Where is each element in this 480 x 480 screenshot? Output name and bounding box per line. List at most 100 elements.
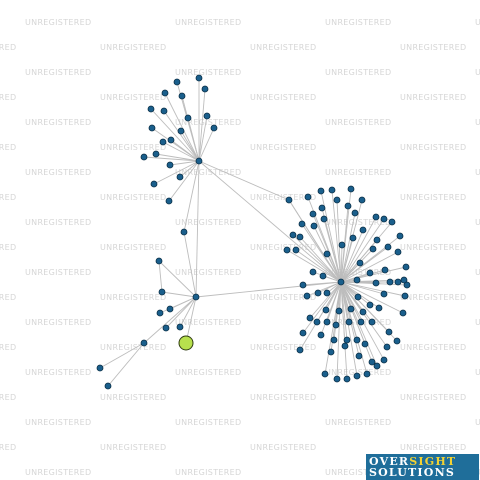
graph-node bbox=[304, 193, 312, 201]
graph-node bbox=[176, 173, 184, 181]
graph-edge bbox=[165, 296, 197, 329]
watermark-text: UNREGISTERED bbox=[25, 418, 92, 427]
graph-node bbox=[343, 375, 351, 383]
graph-edge bbox=[183, 231, 197, 298]
watermark-text: UNREGISTERED bbox=[475, 318, 480, 327]
graph-node bbox=[388, 218, 396, 226]
graph-edge bbox=[143, 156, 200, 162]
graph-node bbox=[366, 269, 374, 277]
graph-node bbox=[359, 226, 367, 234]
graph-node bbox=[140, 153, 148, 161]
graph-node bbox=[345, 318, 353, 326]
watermark-text: UNREGISTERED bbox=[325, 418, 392, 427]
watermark-text: UNREGISTERED bbox=[250, 143, 317, 152]
graph-node bbox=[166, 161, 174, 169]
graph-edge bbox=[159, 296, 197, 314]
watermark-text: UNREGISTERED bbox=[25, 368, 92, 377]
watermark-text: UNREGISTERED bbox=[325, 268, 391, 277]
graph-node bbox=[184, 114, 192, 122]
graph-node bbox=[332, 321, 340, 329]
graph-node bbox=[147, 105, 155, 113]
watermark-text: UNREGISTERED bbox=[25, 318, 92, 327]
watermark-text: UNREGISTERED bbox=[0, 443, 17, 452]
graph-node bbox=[349, 234, 357, 242]
graph-edge bbox=[340, 229, 364, 283]
watermark-text: UNREGISTERED bbox=[250, 393, 317, 402]
graph-node bbox=[317, 331, 325, 339]
graph-edge bbox=[323, 218, 342, 283]
graph-edge bbox=[331, 189, 342, 283]
graph-node bbox=[344, 202, 352, 210]
graph-edge bbox=[153, 160, 200, 185]
watermark-text: UNREGISTERED bbox=[250, 293, 317, 302]
graph-edge bbox=[180, 130, 200, 162]
graph-node bbox=[195, 157, 203, 165]
graph-edge bbox=[340, 281, 404, 314]
graph-node bbox=[314, 289, 322, 297]
graph-edge bbox=[150, 108, 200, 162]
graph-node bbox=[381, 266, 389, 274]
logo-word-sight: SIGHT bbox=[409, 455, 457, 468]
graph-node bbox=[104, 382, 112, 390]
graph-edge bbox=[299, 281, 342, 351]
graph-edge bbox=[295, 249, 342, 283]
graph-node bbox=[166, 305, 174, 313]
graph-node bbox=[380, 290, 388, 298]
graph-node bbox=[368, 358, 376, 366]
graph-node bbox=[285, 196, 293, 204]
watermark-text: UNREGISTERED bbox=[400, 43, 467, 52]
watermark-text: UNREGISTERED bbox=[400, 293, 467, 302]
graph-node bbox=[385, 328, 393, 336]
watermark-text: UNREGISTERED bbox=[25, 468, 92, 477]
graph-node bbox=[318, 204, 326, 212]
graph-edge bbox=[198, 88, 206, 162]
graph-node bbox=[173, 78, 181, 86]
graph-edge bbox=[187, 117, 200, 162]
watermark-text: UNREGISTERED bbox=[475, 168, 480, 177]
graph-node bbox=[402, 263, 410, 271]
graph-node bbox=[333, 196, 341, 204]
graph-edge bbox=[320, 281, 342, 336]
graph-node bbox=[158, 288, 166, 296]
graph-edge bbox=[168, 160, 200, 202]
graph-edge bbox=[198, 160, 342, 283]
graph-node bbox=[210, 124, 218, 132]
graph-edge bbox=[340, 218, 385, 283]
graph-node bbox=[368, 318, 376, 326]
graph-node bbox=[303, 292, 311, 300]
graph-node bbox=[180, 228, 188, 236]
watermark-text: UNREGISTERED bbox=[0, 243, 17, 252]
watermark-text: UNREGISTERED bbox=[0, 343, 17, 352]
graph-edge bbox=[161, 291, 197, 298]
graph-node bbox=[148, 124, 156, 132]
graph-node bbox=[330, 336, 338, 344]
watermark-text: UNREGISTERED bbox=[475, 118, 480, 127]
watermark-text: UNREGISTERED bbox=[400, 393, 467, 402]
graph-node bbox=[372, 213, 380, 221]
graph-node bbox=[152, 150, 160, 158]
watermark-text: UNREGISTERED bbox=[475, 18, 480, 27]
graph-edge bbox=[164, 92, 200, 162]
graph-edge bbox=[340, 281, 406, 297]
graph-node bbox=[320, 215, 328, 223]
graph-node bbox=[201, 85, 209, 93]
graph-edge bbox=[336, 281, 342, 380]
graph-node bbox=[333, 375, 341, 383]
graph-node bbox=[323, 289, 331, 297]
graph-node bbox=[150, 180, 158, 188]
graph-node bbox=[341, 342, 349, 350]
graph-edge bbox=[198, 160, 290, 201]
watermark-text: UNREGISTERED bbox=[325, 18, 392, 27]
watermark-text: UNREGISTERED bbox=[400, 143, 467, 152]
watermark-text: UNREGISTERED bbox=[25, 268, 92, 277]
graph-edge bbox=[336, 199, 342, 283]
graph-node bbox=[343, 336, 351, 344]
graph-node bbox=[355, 352, 363, 360]
graph-node bbox=[322, 306, 330, 314]
graph-edge bbox=[198, 127, 215, 162]
graph-node bbox=[306, 314, 314, 322]
watermark-text: UNREGISTERED bbox=[475, 418, 480, 427]
graph-edge bbox=[340, 281, 358, 377]
graph-node bbox=[394, 278, 402, 286]
